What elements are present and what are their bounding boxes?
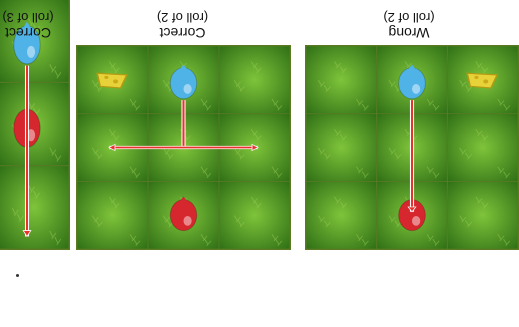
board-cell-r2-c2 <box>306 46 378 115</box>
board-panel-correct-3 <box>0 0 70 250</box>
board-cell-r0-c0 <box>218 180 290 249</box>
board-cell-r0-c2 <box>306 180 378 249</box>
caption-title: Wrong <box>388 25 430 41</box>
board-cell-r1-c2 <box>306 113 378 182</box>
move-arrow-icon <box>22 65 32 238</box>
board-cell-r0-c0 <box>0 165 69 249</box>
board-cell-r1-c0 <box>446 113 518 182</box>
caption-wrong: Wrong(roll of 2) <box>306 0 512 41</box>
board-panel-wrong <box>305 45 519 250</box>
board-grid <box>0 0 69 249</box>
caption-subtitle: (roll of 3) <box>2 10 54 25</box>
board-panel-correct-2 <box>76 45 291 250</box>
board-cell-r2-c0 <box>218 46 290 115</box>
board-cell-r0-c2 <box>77 180 149 249</box>
cheese-icon <box>466 72 499 89</box>
caption-subtitle: (roll of 2) <box>156 10 209 25</box>
move-arrow-icon <box>407 100 417 213</box>
board-cell-r0-c0 <box>446 180 518 249</box>
caption-correct-down-3: Correct(roll of 3) <box>0 0 68 41</box>
caption-title: Correct <box>5 25 51 41</box>
blue-balloon-icon <box>169 64 198 100</box>
caption-subtitle: (roll of 2) <box>383 10 435 25</box>
red-balloon-icon <box>169 196 198 232</box>
caption-correct-left-right: Correct(roll of 2) <box>78 0 287 41</box>
blue-balloon-icon <box>13 21 41 65</box>
board-grid <box>306 46 518 249</box>
move-arrow-left-icon <box>183 143 259 152</box>
blue-balloon-icon <box>398 64 426 100</box>
move-arrow-right-icon <box>108 143 184 152</box>
caption-title: Correct <box>159 25 206 41</box>
cheese-icon <box>96 72 128 89</box>
board-grid <box>77 46 290 249</box>
stray-dot <box>16 274 19 277</box>
